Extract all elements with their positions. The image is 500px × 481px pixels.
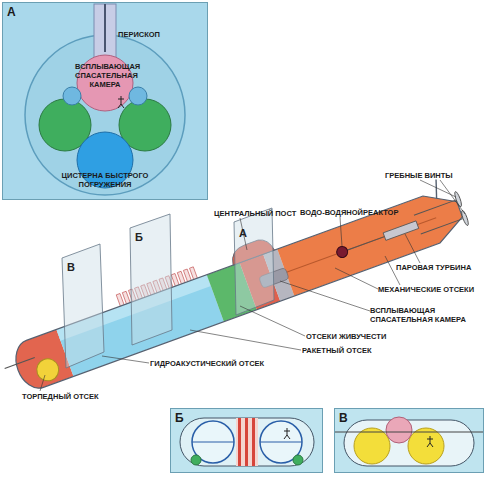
propeller-shaft bbox=[421, 219, 463, 234]
crew-figure bbox=[284, 428, 290, 439]
section-letter: А bbox=[239, 227, 247, 240]
part-label: ПЕРИСКОП bbox=[118, 30, 160, 39]
steam-turbine bbox=[383, 221, 419, 240]
torpedo-hull bbox=[34, 356, 62, 384]
section-inset: В bbox=[334, 408, 484, 473]
leader-line bbox=[240, 218, 247, 250]
leader-line bbox=[440, 180, 465, 214]
inset-letter: Б bbox=[175, 411, 184, 425]
part-label: ЦЕНТРАЛЬНЫЙ ПОСТ bbox=[214, 209, 296, 218]
propeller bbox=[460, 210, 469, 226]
section-inset: А bbox=[2, 2, 208, 200]
periscope bbox=[104, 4, 106, 52]
rudder bbox=[430, 180, 442, 199]
part-label: ВСПЛЫВАЮЩАЯ СПАСАТЕЛЬНАЯ КАМЕРА bbox=[75, 62, 135, 89]
propeller-shaft bbox=[414, 200, 456, 215]
crew-figure bbox=[427, 436, 433, 447]
torpedo-tube-line bbox=[334, 432, 484, 433]
inset-background bbox=[2, 2, 208, 200]
leader-line bbox=[280, 281, 370, 311]
shaft bbox=[347, 237, 385, 251]
section-plane bbox=[130, 214, 172, 345]
inset-letter: А bbox=[7, 5, 16, 19]
missile-tube bbox=[252, 418, 255, 466]
bow-compartment bbox=[386, 417, 412, 443]
hull-section bbox=[25, 35, 185, 195]
part-label: ВСПЛЫВАЮЩАЯ СПАСАТЕЛЬНАЯ КАМЕРА bbox=[370, 306, 470, 324]
part-label: ГРЕБНЫЕ ВИНТЫ bbox=[385, 171, 453, 180]
section-letter: Б bbox=[135, 231, 143, 244]
leader-line bbox=[102, 356, 149, 363]
part-label: ВОДО-ВОДЯНОЙРЕАКТОР bbox=[300, 208, 398, 217]
small-tank bbox=[191, 455, 201, 465]
missile-tube bbox=[245, 418, 248, 466]
part-label: РАКЕТНЫЙ ОТСЕК bbox=[302, 346, 372, 355]
section-plane bbox=[62, 244, 104, 368]
missile-tube bbox=[238, 418, 241, 466]
torpedo-hull bbox=[408, 428, 444, 464]
part-label: МЕХАНИЧЕСКИЕ ОТСЕКИ bbox=[378, 285, 474, 294]
deck-line bbox=[260, 442, 302, 443]
part-label: ГИДРОАКУСТИЧЕСКИЙ ОТСЕК bbox=[150, 359, 264, 368]
part-label: ОТСЕКИ ЖИВУЧЕСТИ bbox=[306, 332, 386, 341]
leader-line bbox=[40, 375, 45, 391]
leader-line bbox=[335, 268, 378, 289]
part-label: ЦИСТЕРНА БЫСТРОГО ПОГРУЖЕНИЯ bbox=[55, 171, 155, 189]
torpedo-hull bbox=[354, 428, 390, 464]
inset-letter: В bbox=[339, 411, 348, 425]
small-tank bbox=[129, 87, 147, 105]
small-tank bbox=[293, 455, 303, 465]
section-letter: В bbox=[67, 261, 75, 274]
deck-line bbox=[192, 442, 234, 443]
missile-bay bbox=[236, 418, 258, 466]
double-hull-outline bbox=[180, 418, 314, 466]
torpedo-tube bbox=[5, 358, 35, 369]
part-label: ТОРПЕДНЫЙ ОТСЕК bbox=[22, 392, 99, 401]
leader-line bbox=[405, 234, 420, 263]
sail bbox=[94, 4, 116, 60]
crew-figure bbox=[118, 96, 124, 108]
part-label: ПАРОВАЯ ТУРБИНА bbox=[396, 263, 471, 272]
inset-background bbox=[334, 408, 484, 473]
small-tank bbox=[63, 87, 81, 105]
submarine bbox=[0, 170, 473, 398]
reactor bbox=[335, 245, 349, 259]
leader-line bbox=[190, 330, 301, 350]
inset-background bbox=[170, 408, 323, 473]
section-inset: Б bbox=[170, 408, 323, 473]
leader-line bbox=[340, 217, 342, 246]
section-plane bbox=[234, 208, 274, 315]
mechanical-compartment bbox=[277, 184, 473, 296]
leader-line bbox=[240, 306, 305, 336]
